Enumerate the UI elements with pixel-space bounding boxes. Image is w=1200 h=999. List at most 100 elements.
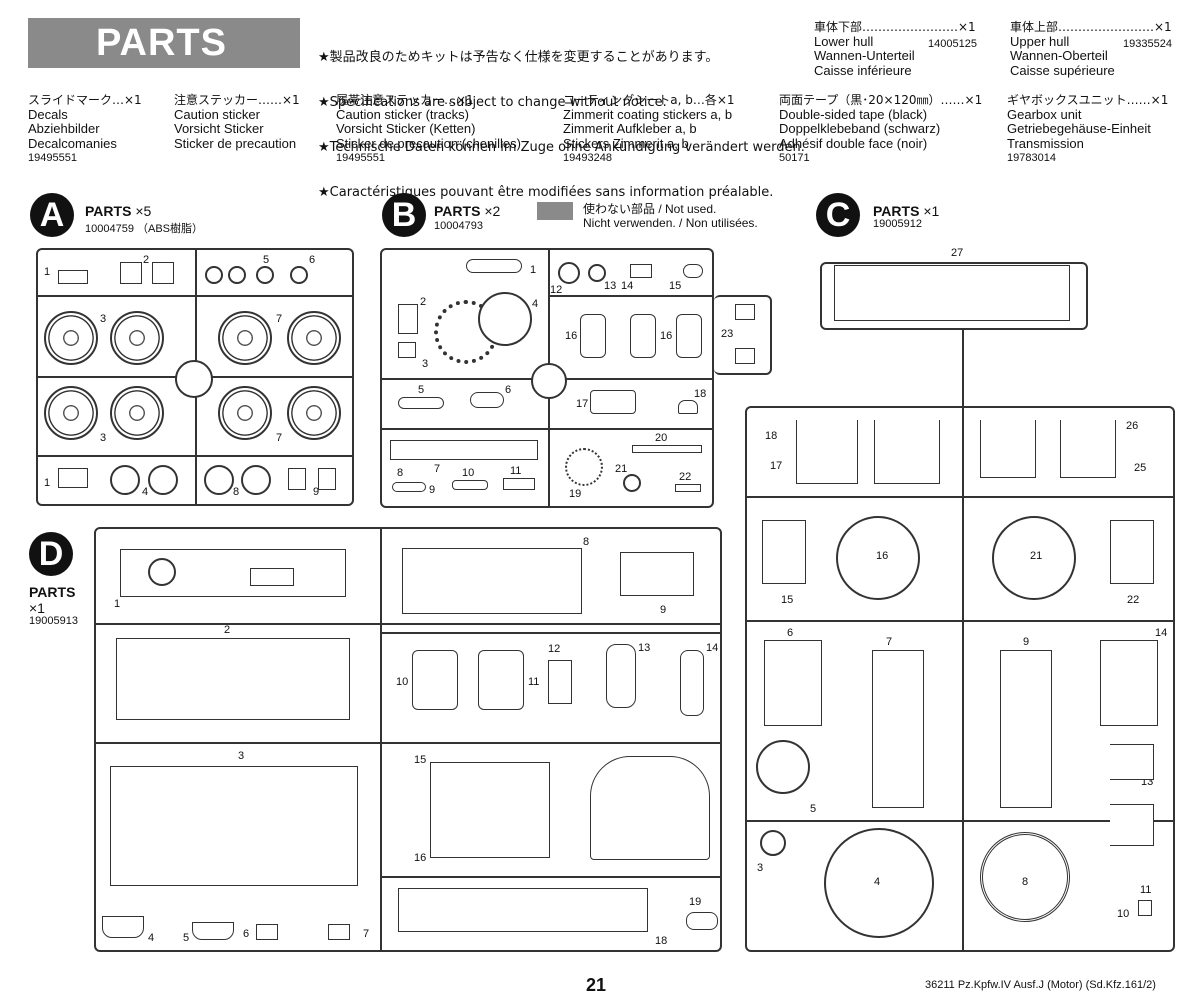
part-c12 [1110, 804, 1154, 846]
part-number: 15 [414, 754, 427, 766]
part-b14 [630, 264, 652, 278]
part-a7 [218, 311, 272, 365]
part-b7-strip [390, 440, 538, 460]
sprue-c-frame [745, 406, 1175, 952]
part-number: 16 [565, 330, 578, 342]
part-d15-16 [430, 762, 550, 858]
part-a9 [288, 468, 306, 490]
sprue-b-runner [548, 295, 714, 297]
part-a7 [287, 386, 341, 440]
part-number: 9 [313, 486, 320, 498]
kit-item-track-sticker: 履帯注意ステッカー…×1 Caution sticker (tracks) Vo… [336, 93, 521, 164]
lower-hull-item: 車体下部……………………×1 Lower hull Wannen-Unterte… [814, 20, 976, 78]
sprue-d-frame [94, 527, 722, 952]
sprue-b-label: PARTS ×2 [434, 203, 501, 219]
part-c27 [834, 265, 1070, 321]
part-a3 [110, 311, 164, 365]
notice-fr: ★Caractéristiques pouvant être modifiées… [318, 185, 774, 200]
sprue-b-ext [714, 295, 772, 375]
part-a4 [110, 465, 140, 495]
part-d9 [620, 552, 694, 596]
part-number: 8 [1022, 876, 1029, 888]
part-number: 11 [1140, 884, 1152, 896]
sprue-c-runner [745, 496, 1175, 498]
part-number: 2 [143, 254, 150, 266]
sprue-c-runner [962, 330, 964, 408]
kit-item-tape: 両面テープ（黒･20×120㎜）……×1 Double-sided tape (… [779, 93, 983, 164]
part-b5 [398, 397, 444, 409]
part-number: 12 [548, 643, 561, 655]
part-a6 [290, 266, 308, 284]
sprue-c-runner [745, 820, 1175, 822]
part-number: 25 [1134, 462, 1147, 474]
part-number: 10 [462, 467, 475, 479]
part-number: 22 [679, 471, 692, 483]
part-number: 14 [1155, 627, 1168, 639]
part-number: 23 [721, 328, 734, 340]
part-a5 [256, 266, 274, 284]
sprue-d-code: 19005913 [29, 615, 78, 627]
part-number: 8 [583, 536, 590, 548]
part-number: 21 [1030, 550, 1043, 562]
part-d8 [402, 548, 582, 614]
part-number: 9 [429, 484, 436, 496]
part-number: 7 [886, 636, 893, 648]
part-b16 [580, 314, 606, 358]
sprue-d-runner [94, 742, 722, 744]
not-used-swatch [537, 202, 573, 220]
part-number: 6 [243, 928, 250, 940]
kit-item-gearbox: ギヤボックスユニット……×1 Gearbox unit Getriebegehä… [1007, 93, 1169, 164]
part-number: 19 [689, 896, 702, 908]
part-number: 9 [1023, 636, 1030, 648]
sprue-a-hub [175, 360, 213, 398]
part-b16 [630, 314, 656, 358]
product-code: 36211 Pz.Kpfw.IV Ausf.J (Motor) (Sd.Kfz.… [925, 979, 1156, 991]
part-b10 [452, 480, 488, 490]
part-d7 [328, 924, 350, 940]
kit-item-caution-sticker: 注意ステッカー……×1 Caution sticker Vorsicht Sti… [174, 93, 300, 151]
part-b13 [588, 264, 606, 282]
part-a2 [120, 262, 142, 284]
part-b6 [470, 392, 504, 408]
part-d12 [548, 660, 572, 704]
part-number: 2 [224, 624, 231, 636]
part-number: 10 [396, 676, 409, 688]
part-number: 13 [604, 280, 617, 292]
part-d13 [606, 644, 636, 708]
part-b3 [398, 342, 416, 358]
part-a7 [287, 311, 341, 365]
part-number: 3 [757, 862, 764, 874]
part-number: 11 [510, 465, 522, 477]
part-b23 [735, 304, 755, 320]
part-number: 18 [694, 388, 707, 400]
sprue-d-runner [380, 876, 722, 878]
part-a7 [218, 386, 272, 440]
sprue-d-label: PARTS×1 [29, 584, 76, 616]
part-c20 [874, 420, 940, 484]
part-c22 [1110, 520, 1154, 584]
part-number: 1 [530, 264, 537, 276]
part-number: 7 [276, 432, 283, 444]
part-a1 [58, 270, 88, 284]
part-d2 [116, 638, 350, 720]
part-number: 6 [505, 384, 512, 396]
part-a3 [44, 386, 98, 440]
sprue-a-code: 10004759 （ABS樹脂） [85, 223, 204, 235]
part-b23 [735, 348, 755, 364]
part-c15 [762, 520, 806, 584]
sprue-d-runner [380, 632, 722, 634]
notice-jp: ★製品改良のためキットは予告なく仕様を変更することがあります。 [318, 50, 719, 65]
part-number: 14 [621, 280, 634, 292]
sprue-c-runner [962, 406, 964, 952]
part-c21 [992, 516, 1076, 600]
part-number: 18 [765, 430, 778, 442]
upper-hull-code: 19335524 [1123, 38, 1172, 50]
part-number: 16 [876, 550, 889, 562]
part-c7 [872, 650, 924, 808]
part-c13 [1110, 744, 1154, 780]
part-number: 15 [669, 280, 682, 292]
part-number: 22 [1127, 594, 1140, 606]
part-number: 17 [770, 460, 783, 472]
part-number: 7 [276, 313, 283, 325]
part-b18 [678, 400, 698, 414]
